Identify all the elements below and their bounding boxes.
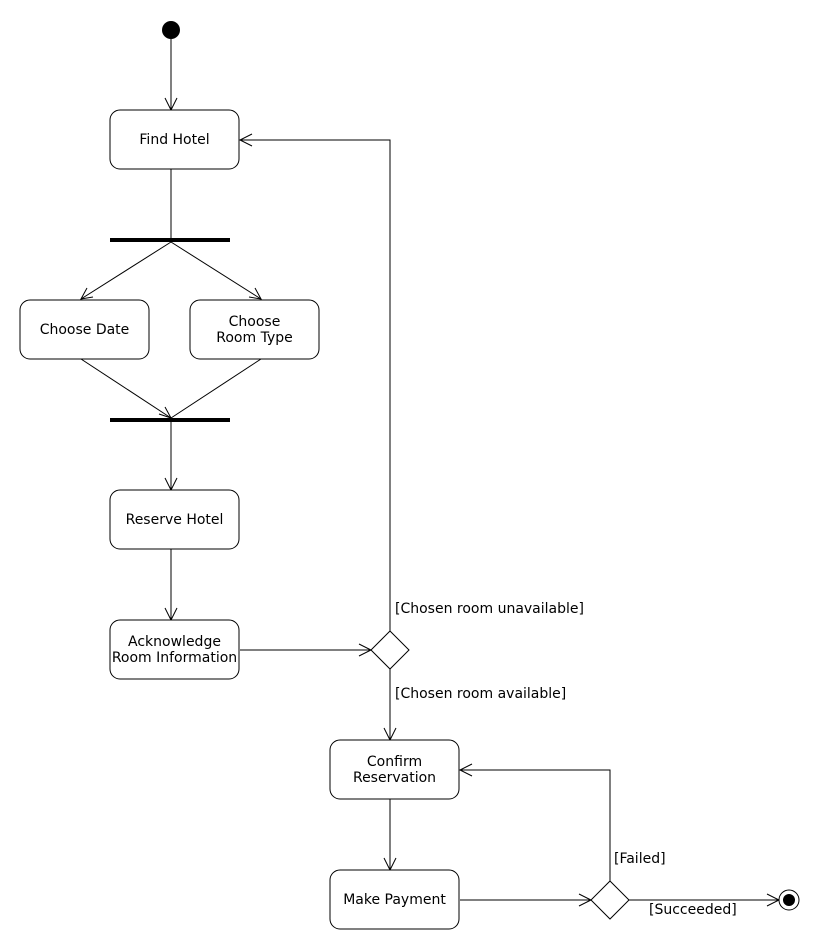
final-node xyxy=(778,889,800,911)
decision-payment-result xyxy=(590,880,630,920)
choose-room-type-label-line2: Room Type xyxy=(216,330,292,346)
action-choose-date: Choose Date xyxy=(19,299,150,360)
edge-fork-to-choose-date xyxy=(80,241,172,300)
arrowhead-find-hotel-loop xyxy=(238,133,253,147)
guard-succeeded: [Succeeded] xyxy=(649,902,737,918)
fork-bar xyxy=(110,238,230,242)
edges xyxy=(80,39,781,907)
action-reserve-hotel: Reserve Hotel xyxy=(109,489,240,550)
action-make-payment: Make Payment xyxy=(329,869,460,930)
arrowhead-choose-room-type xyxy=(248,287,262,300)
acknowledge-label-line1: Acknowledge xyxy=(128,634,221,650)
edge-unavailable-to-find-hotel xyxy=(240,139,391,631)
guard-failed: [Failed] xyxy=(614,851,666,867)
action-acknowledge-room-information: Acknowledge Room Information xyxy=(109,619,240,680)
choose-room-type-label-line1: Choose xyxy=(229,314,281,330)
initial-node xyxy=(162,21,180,39)
edge-fork-to-choose-room-type xyxy=(170,241,262,300)
edge-choose-room-type-to-join xyxy=(170,358,262,419)
confirm-label-line2: Reservation xyxy=(353,770,436,786)
action-find-hotel: Find Hotel xyxy=(109,109,240,170)
edge-failed-to-confirm xyxy=(460,769,611,881)
edge-choose-date-to-join xyxy=(80,358,172,419)
arrowhead-choose-date xyxy=(80,287,94,300)
join-bar xyxy=(110,418,230,422)
choose-date-label: Choose Date xyxy=(40,322,130,338)
confirm-label-line1: Confirm xyxy=(367,754,422,770)
acknowledge-label-line2: Room Information xyxy=(112,650,237,666)
action-confirm-reservation: Confirm Reservation xyxy=(329,739,460,800)
make-payment-label: Make Payment xyxy=(343,892,446,908)
find-hotel-label: Find Hotel xyxy=(139,132,209,148)
guard-room-unavailable: [Chosen room unavailable] xyxy=(395,601,584,617)
action-choose-room-type: Choose Room Type xyxy=(189,299,320,360)
guard-room-available: [Chosen room available] xyxy=(395,686,566,702)
reserve-hotel-label: Reserve Hotel xyxy=(126,512,224,528)
decision-room-availability xyxy=(370,630,410,670)
arrowhead-confirm-loop xyxy=(458,763,473,777)
